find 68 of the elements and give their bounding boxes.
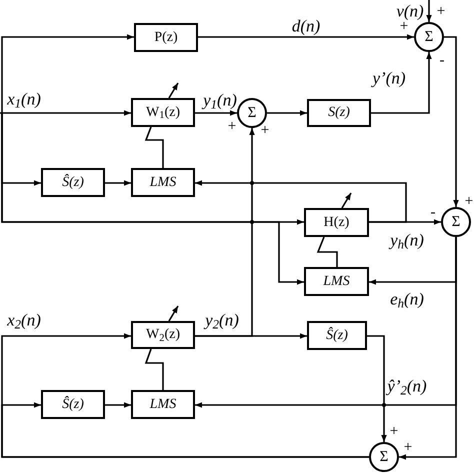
arrow xyxy=(0,110,131,116)
block-label: H(z) xyxy=(324,216,350,230)
arrow xyxy=(426,0,432,22)
block-label: S(z) xyxy=(328,106,350,120)
block-label: W$_{1}$(z) xyxy=(146,106,180,120)
block-box xyxy=(304,267,369,296)
sign-label: + xyxy=(436,4,446,20)
block-label: Ŝ(z) xyxy=(326,328,348,342)
block-box xyxy=(131,168,195,197)
sign-label: + xyxy=(404,440,412,456)
summing-junction xyxy=(369,442,399,472)
arrow xyxy=(367,335,387,442)
arrow xyxy=(1,113,304,285)
signal-label: y$_{1}$(n) xyxy=(202,92,238,108)
block-box xyxy=(131,98,195,127)
arrow xyxy=(267,110,307,116)
sigma-symbol: Σ xyxy=(424,30,434,44)
arrow xyxy=(1,402,369,458)
signal-label: x$_{2}$(n) xyxy=(6,312,42,328)
block-box xyxy=(134,23,198,52)
signal-label: y$_{2}$(n) xyxy=(204,312,240,328)
arrow xyxy=(195,110,237,116)
block-label: LMS xyxy=(150,398,176,412)
signal-label: ŷ’$_{2}$(n) xyxy=(386,378,428,394)
summing-junction xyxy=(414,22,444,52)
signal-label: x$_{1}$(n) xyxy=(6,90,42,108)
block-box xyxy=(41,390,105,419)
arrow xyxy=(198,34,414,40)
arrow xyxy=(195,128,255,337)
block-label: LMS xyxy=(323,274,350,288)
sigma-symbol: Σ xyxy=(452,214,460,230)
block-box xyxy=(41,168,105,197)
signal-label: y’(n) xyxy=(371,70,407,86)
arrow xyxy=(105,402,131,408)
arrow xyxy=(105,180,131,186)
signal-label: y$_{h}$(n) xyxy=(389,232,425,248)
signal-label: v(n) xyxy=(395,2,425,20)
arrow xyxy=(195,180,407,223)
signal-label: e$_{h}$(n) xyxy=(389,290,425,308)
summing-junction xyxy=(441,207,471,237)
block-label: W$_{2}$(z) xyxy=(146,328,180,342)
block-box xyxy=(307,321,367,350)
block-label: Ŝ(z) xyxy=(62,176,84,190)
signal-label: d(n) xyxy=(290,18,322,34)
connector-line xyxy=(316,236,338,267)
sigma-symbol: Σ xyxy=(248,106,256,120)
sign-label: + xyxy=(464,194,474,210)
sign-label: - xyxy=(430,206,436,220)
arrow xyxy=(371,52,432,114)
block-box xyxy=(307,99,371,127)
arrow xyxy=(399,237,457,460)
block-box xyxy=(131,390,195,419)
block-box xyxy=(131,321,195,349)
sign-label: + xyxy=(228,120,236,134)
arrow xyxy=(444,36,459,207)
sign-label: + xyxy=(390,424,398,440)
block-label: Ŝ(z) xyxy=(62,398,84,412)
block-label: LMS xyxy=(150,176,176,190)
arrow xyxy=(1,34,134,113)
block-box xyxy=(304,208,369,237)
sign-label: + xyxy=(400,20,408,34)
sign-label: - xyxy=(440,54,444,68)
block-label: P(z) xyxy=(154,30,178,44)
sigma-symbol: Σ xyxy=(380,450,388,464)
summing-junction xyxy=(237,98,267,128)
connector-line xyxy=(144,348,164,390)
sign-label: + xyxy=(260,124,270,138)
connector-line xyxy=(144,126,164,168)
